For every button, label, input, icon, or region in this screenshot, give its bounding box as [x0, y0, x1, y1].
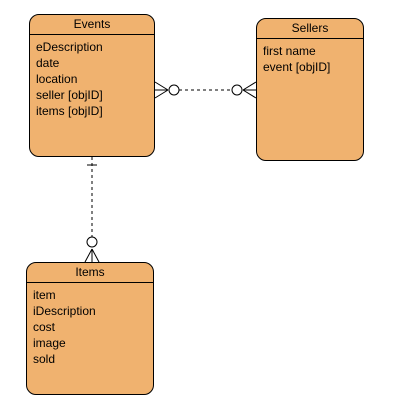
- events-side-crowfoot-lower: [154, 89, 169, 99]
- sellers-side-zero-circle: [231, 84, 243, 96]
- relationship-events-sellers[interactable]: [154, 81, 257, 99]
- items-side-crowfoot-left: [84, 248, 93, 263]
- entity-events[interactable]: Events eDescription date location seller…: [29, 14, 155, 157]
- sellers-attr-first-name: first name: [263, 44, 316, 58]
- sellers-side-crowfoot-upper: [242, 81, 257, 91]
- entity-events-title: Events: [30, 15, 154, 35]
- items-attr-idescription: iDescription: [33, 304, 96, 318]
- entity-sellers[interactable]: Sellers first name event [objID]: [256, 18, 364, 161]
- entity-items-attributes: item iDescription cost image sold: [27, 283, 153, 367]
- events-attr-location: location: [36, 72, 78, 86]
- items-side-crowfoot-right: [91, 248, 100, 263]
- relationship-events-items[interactable]: [84, 157, 100, 263]
- entity-items-title: Items: [27, 263, 153, 283]
- items-attr-sold: sold: [33, 352, 56, 366]
- items-attr-item: item: [33, 288, 56, 302]
- entity-sellers-attributes: first name event [objID]: [257, 39, 363, 75]
- events-attr-date: date: [36, 56, 60, 70]
- items-attr-cost: cost: [33, 320, 56, 334]
- entity-events-attributes: eDescription date location seller [objID…: [30, 35, 154, 119]
- sellers-side-crowfoot-lower: [242, 89, 257, 99]
- events-attr-items: items [objID]: [36, 104, 103, 118]
- entity-items[interactable]: Items item iDescription cost image sold: [26, 262, 154, 395]
- events-side-crowfoot-upper: [154, 81, 169, 91]
- sellers-attr-event: event [objID]: [263, 60, 331, 74]
- items-side-zero-circle: [86, 236, 98, 248]
- items-attr-image: image: [33, 336, 66, 350]
- events-attr-edescription: eDescription: [36, 40, 103, 54]
- entity-sellers-title: Sellers: [257, 19, 363, 39]
- events-attr-seller: seller [objID]: [36, 88, 103, 102]
- events-side-zero-circle: [168, 84, 180, 96]
